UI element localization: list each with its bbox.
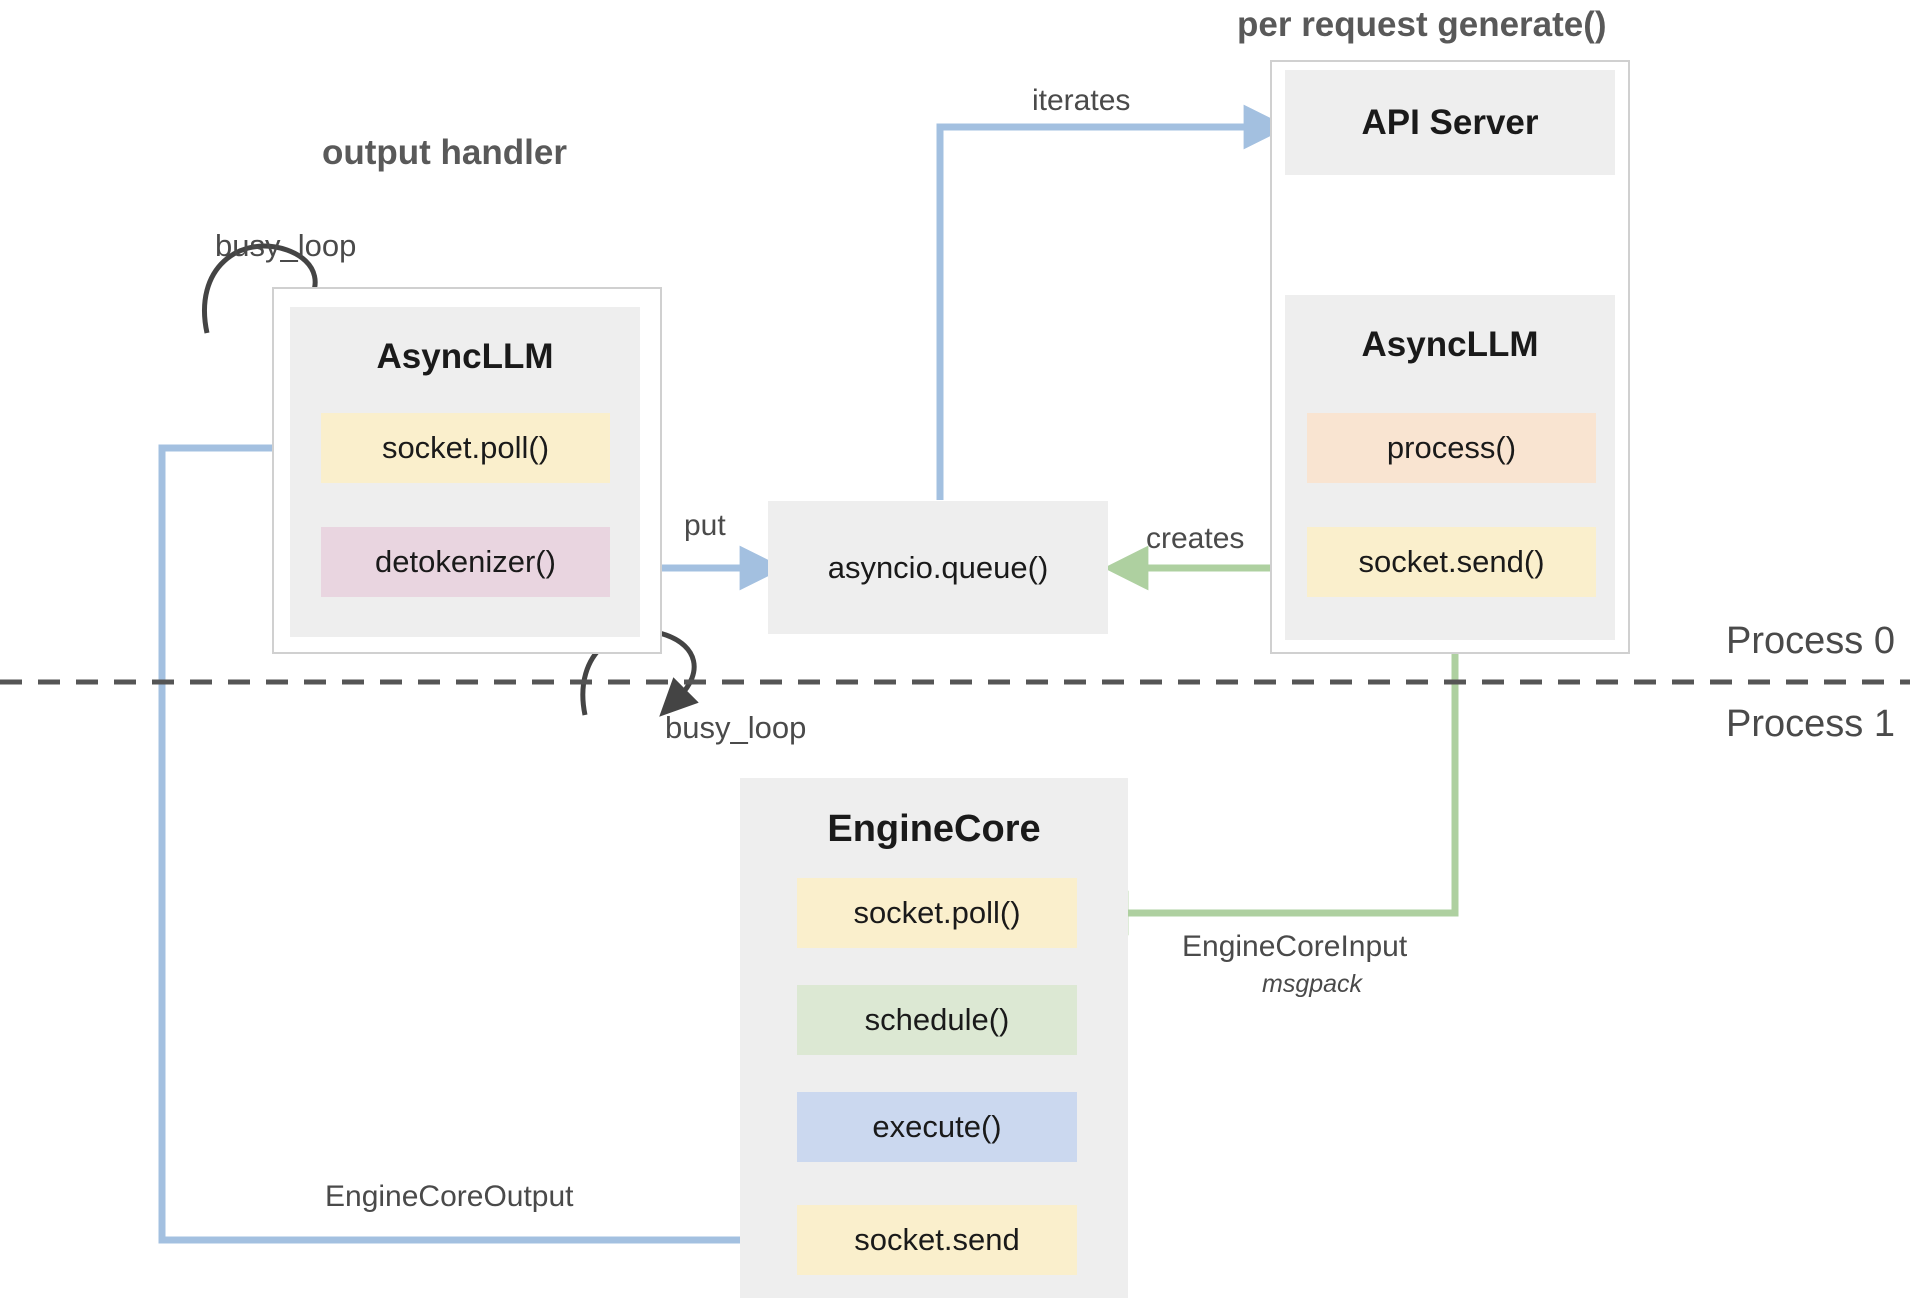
async-llm-left-item-socket-poll[interactable]: socket.poll()	[321, 413, 610, 483]
right-group-title: per request generate()	[1237, 5, 1607, 44]
engine-core-item-execute[interactable]: execute()	[797, 1092, 1077, 1162]
async-llm-right-title: AsyncLLM	[1361, 325, 1539, 364]
api-server-box[interactable]: API Server	[1285, 70, 1615, 175]
edge-iterates	[936, 104, 1289, 500]
edge-engine-core-output-label: EngineCoreOutput	[325, 1180, 574, 1213]
engine-core-item-socket-poll-label: socket.poll()	[853, 895, 1021, 930]
edge-iterates-label: iterates	[1032, 84, 1131, 117]
async-llm-right-item-socket-send[interactable]: socket.send()	[1307, 527, 1596, 597]
engine-core-item-socket-poll[interactable]: socket.poll()	[797, 878, 1077, 948]
asyncio-queue-node[interactable]: asyncio.queue()	[768, 501, 1108, 634]
async-llm-right-item-socket-send-label: socket.send()	[1358, 544, 1545, 579]
engine-core-item-socket-send[interactable]: socket.send	[797, 1205, 1077, 1275]
engine-core-title: EngineCore	[827, 808, 1041, 850]
process-1-label: Process 1	[1726, 703, 1895, 745]
process-0-label: Process 0	[1726, 620, 1895, 662]
engine-busy-loop-label: busy_loop	[665, 710, 807, 745]
edge-creates-label: creates	[1146, 522, 1245, 555]
asyncio-queue-label: asyncio.queue()	[827, 549, 1049, 585]
edge-engine-core-input-sublabel: msgpack	[1262, 970, 1363, 998]
engine-core-item-socket-send-label: socket.send	[854, 1222, 1020, 1257]
async-llm-right-item-process[interactable]: process()	[1307, 413, 1596, 483]
async-llm-right-item-process-label: process()	[1386, 430, 1517, 465]
engine-core-item-execute-label: execute()	[872, 1109, 1002, 1144]
async-llm-left-item-detokenizer[interactable]: detokenizer()	[321, 527, 610, 597]
api-server-title: API Server	[1361, 102, 1539, 142]
engine-core-item-schedule-label: schedule()	[864, 1002, 1010, 1037]
async-llm-left-item-socket-poll-label: socket.poll()	[381, 430, 550, 465]
edge-engine-core-input-label: EngineCoreInput	[1182, 930, 1408, 963]
left-group-title: output handler	[322, 133, 567, 172]
async-llm-left-title: AsyncLLM	[376, 337, 554, 376]
async-llm-left-item-detokenizer-label: detokenizer()	[375, 544, 556, 579]
engine-core-item-schedule[interactable]: schedule()	[797, 985, 1077, 1055]
left-busy-loop-label: busy_loop	[215, 228, 357, 263]
edge-put-label: put	[684, 509, 726, 542]
